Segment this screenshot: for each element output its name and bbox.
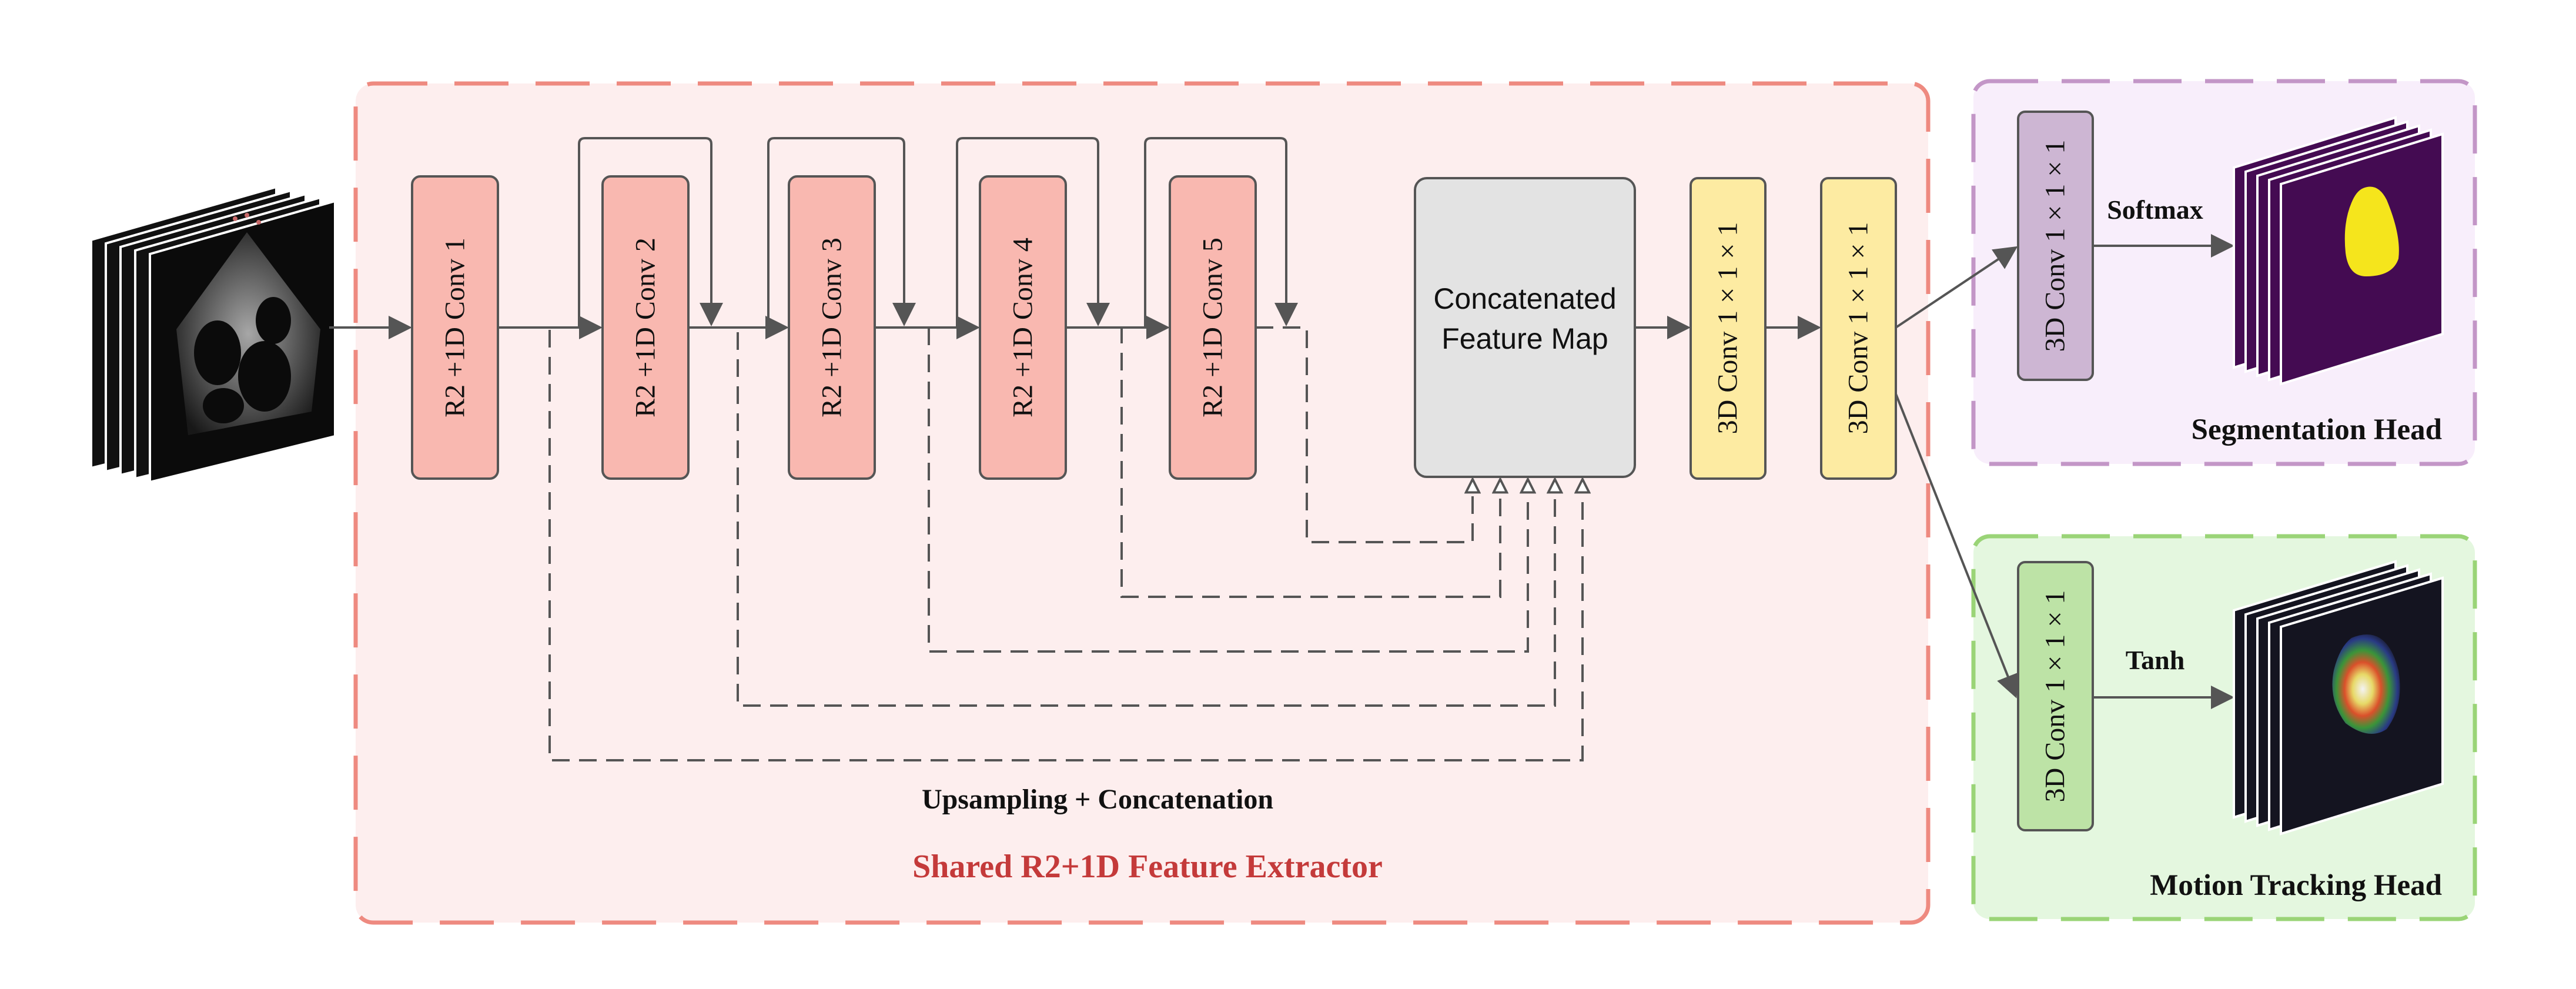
extractor-title: Shared R2+1D Feature Extractor bbox=[912, 848, 1383, 885]
conv-block-5: R2 +1D Conv 5 bbox=[1169, 175, 1257, 480]
motion-conv: 3D Conv 1 × 1 × 1 bbox=[2017, 561, 2094, 831]
segmentation-mask-stack-icon bbox=[2233, 116, 2444, 386]
upsampling-label: Upsampling + Concatenation bbox=[922, 784, 1273, 815]
conv-block-5-label: R2 +1D Conv 5 bbox=[1197, 238, 1229, 417]
pointwise-conv-1: 3D Conv 1 × 1 × 1 bbox=[1690, 177, 1767, 480]
concatenated-feature-map: Concatenated Feature Map bbox=[1414, 177, 1636, 478]
conv-block-3-label: R2 +1D Conv 3 bbox=[817, 238, 848, 417]
residual-connections bbox=[578, 137, 1298, 328]
motion-head-title: Motion Tracking Head bbox=[2150, 869, 2442, 902]
echocardiogram-stack-icon bbox=[90, 185, 336, 484]
motion-conv-label: 3D Conv 1 × 1 × 1 bbox=[2040, 590, 2071, 803]
segmentation-conv-label: 3D Conv 1 × 1 × 1 bbox=[2040, 140, 2071, 352]
conv-block-3: R2 +1D Conv 3 bbox=[788, 175, 876, 480]
conv-block-1-label: R2 +1D Conv 1 bbox=[440, 238, 471, 417]
conv-block-2-label: R2 +1D Conv 2 bbox=[630, 238, 661, 417]
pointwise-conv-2-label: 3D Conv 1 × 1 × 1 bbox=[1843, 222, 1874, 435]
concat-label-line-2: Feature Map bbox=[1441, 322, 1608, 355]
conv-block-4-label: R2 +1D Conv 4 bbox=[1008, 238, 1039, 417]
tanh-label: Tanh bbox=[2126, 645, 2185, 675]
motion-field-stack-icon bbox=[2233, 560, 2444, 836]
conv-block-1: R2 +1D Conv 1 bbox=[411, 175, 499, 480]
pointwise-conv-2: 3D Conv 1 × 1 × 1 bbox=[1820, 177, 1897, 480]
concat-label-line-1: Concatenated bbox=[1433, 282, 1616, 315]
conv-block-4: R2 +1D Conv 4 bbox=[979, 175, 1067, 480]
pointwise-conv-1-label: 3D Conv 1 × 1 × 1 bbox=[1712, 222, 1744, 435]
segmentation-conv: 3D Conv 1 × 1 × 1 bbox=[2017, 111, 2094, 381]
segmentation-head-title: Segmentation Head bbox=[2192, 413, 2442, 446]
conv-block-2: R2 +1D Conv 2 bbox=[601, 175, 690, 480]
softmax-label: Softmax bbox=[2107, 195, 2203, 225]
upsampling-paths bbox=[498, 326, 1583, 761]
